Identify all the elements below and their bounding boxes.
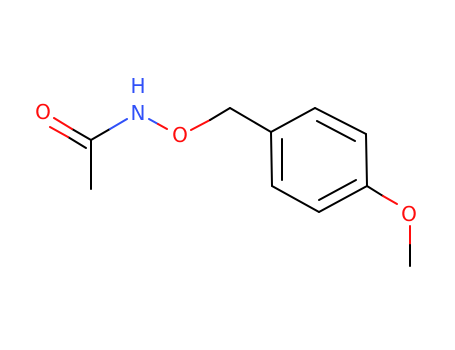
atom-nitrogen-hydrogen: H — [130, 74, 145, 98]
ring-inner-bond-1 — [316, 120, 356, 142]
bond-ch2-ring — [229, 107, 272, 133]
atom-nitrogen: N — [131, 101, 146, 125]
bond-carbonyl-double-2-o — [49, 126, 69, 138]
bond-o-ch2 — [209, 107, 231, 121]
ring-inner-bond-2 — [318, 179, 357, 201]
ring-bond-4 — [318, 185, 368, 213]
bond-ring-o-red — [382, 195, 398, 205]
bond-n-o-blue — [148, 118, 159, 125]
bond-o-ch2-red — [190, 119, 211, 131]
ring-bond-1 — [270, 107, 316, 133]
ring-bond-3 — [365, 133, 368, 187]
bond-ring-o — [366, 185, 384, 197]
bond-carbonyl-double-1-o — [53, 117, 73, 130]
bond-carbonyl-double-2 — [67, 136, 87, 149]
bond-carbonyl-n-blue — [109, 118, 128, 130]
bond-n-o-red — [157, 123, 168, 130]
ring-bond-6 — [270, 131, 273, 187]
atom-methoxy-oxygen: O — [401, 202, 417, 226]
bond-carbonyl-n — [90, 128, 111, 141]
bond-carbonyl-double-1 — [71, 128, 92, 141]
ring-bond-2 — [314, 107, 367, 135]
ring-bond-5 — [271, 185, 320, 213]
atom-carbonyl-oxygen: O — [35, 100, 51, 124]
atom-ether-oxygen: O — [172, 123, 188, 147]
